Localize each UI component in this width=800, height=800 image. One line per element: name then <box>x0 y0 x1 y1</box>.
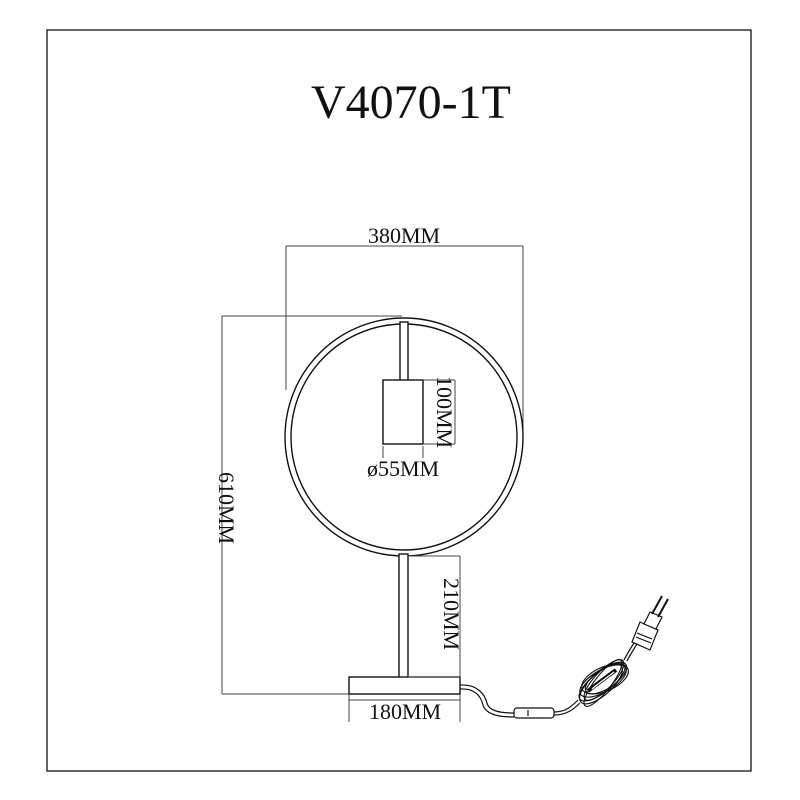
power-cord-tail <box>553 699 581 716</box>
lamp-base <box>348 676 461 695</box>
holder-diameter-dimension <box>382 446 424 458</box>
stem-height-dimension <box>408 555 461 678</box>
holder-diameter-label: ø55MM <box>367 456 439 481</box>
lamp-holder <box>382 379 424 445</box>
lamp-body <box>284 317 524 695</box>
height-label: 610MM <box>214 472 239 544</box>
stem-height-label: 210MM <box>439 578 464 650</box>
base-width-label: 180MM <box>369 699 441 724</box>
model-title: V4070-1T <box>311 76 511 129</box>
height-dimension <box>221 315 402 695</box>
coiled-cord <box>578 659 629 707</box>
inline-switch-icon <box>513 707 555 719</box>
upper-stem <box>399 321 409 383</box>
lower-stem <box>398 553 409 679</box>
sheet-border <box>46 29 752 772</box>
power-cord <box>459 684 515 718</box>
width-dimension <box>285 245 524 430</box>
width-label: 380MM <box>368 223 440 248</box>
base-width-dimension <box>348 694 461 722</box>
holder-height-label: 100MM <box>432 376 457 448</box>
holder-height-dimension <box>423 379 456 445</box>
euro-plug-icon <box>631 595 669 651</box>
